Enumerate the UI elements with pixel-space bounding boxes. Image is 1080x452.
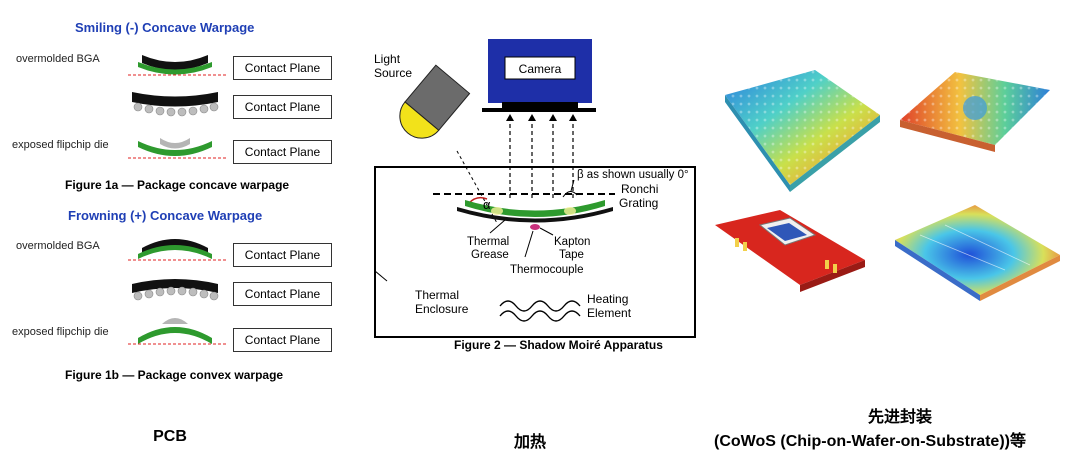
convex-package-illustrations — [128, 239, 228, 345]
contact-plane-box: Contact Plane — [233, 56, 332, 80]
arrow-heads — [506, 114, 577, 121]
thermal-grease-label: Grease — [471, 249, 509, 261]
warpage-plot-4 — [895, 205, 1060, 301]
contact-plane-box: Contact Plane — [233, 140, 332, 164]
heating-element-wave — [499, 310, 581, 322]
fig1b-title: Frowning (+) Concave Warpage — [68, 208, 263, 223]
heating-element-label: Heating — [587, 292, 628, 306]
contact-plane-box: Contact Plane — [233, 282, 332, 306]
contact-plane-box: Contact Plane — [233, 328, 332, 352]
alpha-label: α — [483, 197, 491, 212]
warpage-plot-2 — [900, 72, 1050, 152]
fig1b-caption: Figure 1b — Package convex warpage — [65, 368, 284, 382]
beta-note: β as shown usually 0° — [577, 169, 689, 181]
flipchip-convex — [128, 318, 228, 345]
flipchip-concave — [128, 138, 228, 159]
fig1a-caption: Figure 1a — Package concave warpage — [65, 178, 290, 192]
row-label-exposed-flipchip: exposed flipchip die — [12, 139, 109, 151]
shadow-moire-apparatus: Light Source Camera β as shown usually 0… — [374, 39, 696, 338]
thermal-grease-label: Thermal — [467, 236, 509, 248]
fig2-caption: Figure 2 — Shadow Moiré Apparatus — [454, 338, 663, 352]
kapton-tape-label: Kapton — [554, 236, 590, 248]
row-label-overmolded-bga: overmolded BGA — [16, 240, 100, 252]
warpage-3d-plots — [715, 70, 1060, 301]
overmolded-bga-convex — [128, 239, 228, 261]
row-label-overmolded-bga: overmolded BGA — [16, 53, 100, 65]
row-label-exposed-flipchip: exposed flipchip die — [12, 326, 109, 338]
caption-pcb: PCB — [153, 428, 187, 445]
ball-bga-convex — [132, 279, 219, 301]
warpage-plot-1 — [725, 70, 880, 192]
camera-label: Camera — [519, 62, 562, 76]
beta-pointer — [570, 179, 575, 192]
sample-package — [457, 200, 613, 230]
light-source-lamp — [399, 64, 471, 139]
ronchi-label: Ronchi — [621, 182, 658, 196]
kapton-tape-label: Tape — [559, 249, 584, 261]
contact-plane-box: Contact Plane — [233, 95, 332, 119]
thermal-enclosure-label: Thermal — [415, 288, 459, 302]
caption-advanced-packaging-line1: 先进封装 — [867, 409, 932, 426]
overmolded-bga-concave — [128, 55, 228, 76]
camera — [482, 39, 596, 112]
ball-bga-concave — [132, 92, 219, 117]
beta-arc — [562, 191, 578, 198]
light-source-label: Light — [374, 52, 401, 66]
caption-heating: 加热 — [513, 434, 546, 451]
heating-element-wave — [499, 300, 581, 312]
label-pointers — [374, 219, 554, 282]
heating-element-label: Element — [587, 306, 632, 320]
concave-package-illustrations — [128, 55, 228, 159]
contact-plane-box: Contact Plane — [233, 243, 332, 267]
thermal-enclosure-box — [374, 166, 696, 338]
thermocouple-label: Thermocouple — [510, 264, 584, 276]
ronchi-label: Grating — [619, 196, 658, 210]
warpage-plot-3 — [715, 210, 865, 292]
light-source-label: Source — [374, 66, 412, 80]
camera-ray-arrows — [509, 119, 574, 198]
fig1a-title: Smiling (-) Concave Warpage — [75, 20, 255, 35]
thermal-enclosure-label: Enclosure — [415, 302, 469, 316]
caption-advanced-packaging-line2: (CoWoS (Chip-on-Wafer-on-Substrate))等 — [714, 433, 1026, 450]
